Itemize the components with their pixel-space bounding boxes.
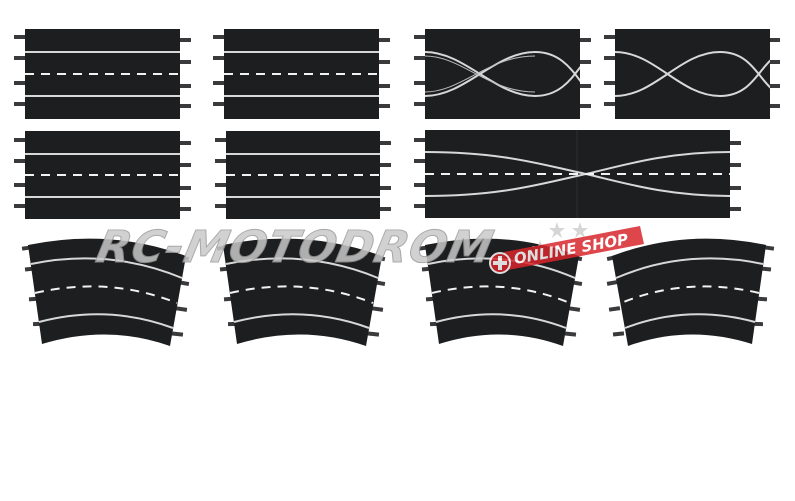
watermark-brand-text: RC-MOTODROM [92,222,498,272]
curve-track-piece [21,238,190,346]
track-connectors [604,35,780,108]
track-connectors [213,35,390,108]
straight-track-piece [14,29,191,119]
straight-track-piece [215,131,391,219]
track-connectors [414,35,591,108]
curve-track-piece [216,238,386,346]
straight-track-piece [213,29,390,119]
track-connectors [14,138,191,211]
crossover-track-piece [414,29,591,119]
curve-track-piece [418,238,583,346]
straight-track-piece [14,131,191,219]
track-connectors [414,138,741,211]
lane-change-track-piece [414,130,741,218]
curve-track-piece [606,238,775,346]
crossover-track-piece [604,29,780,119]
watermark: RC-MOTODROM ONLINE SHOP [91,222,644,274]
track-connectors [14,35,191,108]
track-connectors [215,138,391,211]
plus-cross-icon [489,252,511,274]
